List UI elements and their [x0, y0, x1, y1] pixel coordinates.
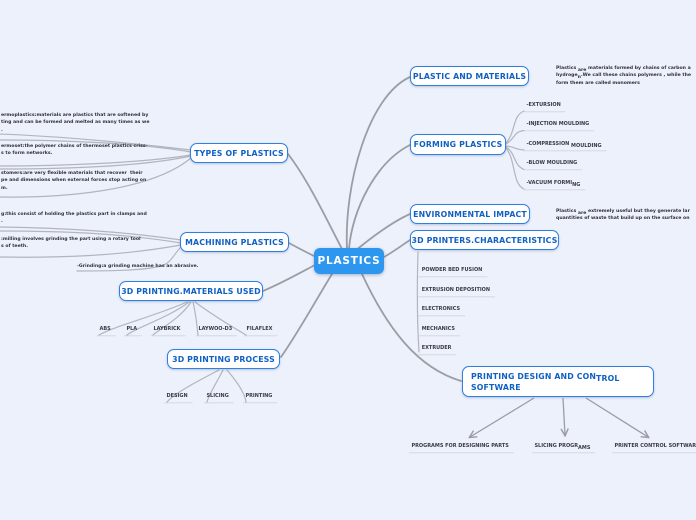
leaf-electronics[interactable]: ELECTRONICS [418, 305, 465, 317]
arrow-software-2 [563, 397, 565, 435]
leaf-laybrick[interactable]: LAYBRICK [151, 325, 186, 337]
leaf-vacuum-forming[interactable]: -VACUUM FORMING [524, 179, 586, 190]
note-line: g:this consist of holding the plastics p… [1, 211, 147, 217]
note-line: hydrogen.We call these chains polymers ,… [556, 72, 692, 79]
node-environmental-impact[interactable]: ENVIRONMENTAL IMPACT [410, 204, 530, 224]
note-line: pe and dimensions when external forces s… [1, 177, 147, 183]
branch-process-2 [206, 369, 224, 403]
leaf-mechanics[interactable]: MECHANICS [418, 325, 460, 336]
node-plastics-center[interactable]: PLASTICS [314, 248, 384, 274]
leaf-extruder[interactable]: EXTRUDER [418, 344, 457, 356]
note-line: ting and can be formed and melted as man… [1, 119, 150, 125]
branch-process-3 [226, 369, 247, 403]
note-line: s of teeth. [1, 243, 28, 249]
enclosure-thermoplastics [0, 133, 192, 151]
leaf-extursion[interactable]: -EXTURSION [524, 101, 566, 112]
enclosure-thermoset-bottom [0, 154, 192, 167]
node-plastic-and-materials[interactable]: PLASTIC AND MATERIALS [410, 66, 529, 86]
leaf-printer-control-software[interactable]: PRINTER CONTROL SOFTWARE [612, 442, 696, 454]
branch-materials-1 [98, 301, 188, 336]
leaf-filaflex[interactable]: FILAFLEX [244, 325, 278, 337]
branch-forming-4 [505, 146, 525, 171]
edge-process [280, 273, 333, 358]
arrow-software-3 [585, 397, 648, 437]
software-label-line2: SOFTWARE [471, 382, 521, 392]
branch-materials-5 [194, 301, 247, 336]
node-3d-printers-characteristics[interactable]: 3D PRINTERS.CHARACTERISTICS [410, 230, 559, 250]
note-line: s to form networks. [1, 150, 53, 156]
edge-machining [288, 242, 315, 257]
leaf-printing[interactable]: PRINTING [243, 392, 278, 404]
branch-materials-3 [152, 301, 192, 336]
note-line: m. [1, 184, 8, 190]
leaf-blow-moulding[interactable]: -BLOW MOULDING [524, 159, 583, 171]
edge-plastic-and-materials [345, 76, 411, 250]
leaf-extrusion-deposition[interactable]: EXTRUSION DEPOSITION [418, 286, 496, 297]
note-line: form them are called monomers [556, 79, 640, 85]
note-line: ermoplastics:materials are plastics that… [1, 112, 149, 118]
note-line: ermoset:the polymer chains of thermoset … [1, 143, 148, 149]
edge-printing-software [361, 273, 462, 382]
note-line: Plastics are materials formed by chains … [556, 65, 691, 72]
leaf-abs[interactable]: ABS [97, 325, 116, 337]
leaf-programs-for-designing-parts[interactable]: PROGRAMS FOR DESIGNING PARTS [409, 442, 514, 454]
edge-materials-used [262, 264, 316, 292]
branch-forming-1 [505, 110, 525, 144]
branch-grinding [76, 246, 182, 272]
branch-forming-3 [505, 145, 525, 151]
branch-materials-4 [192, 301, 199, 336]
arrow-software-1 [470, 397, 535, 437]
node-3d-printing-process[interactable]: 3D PRINTING PROCESS [167, 349, 280, 369]
edge-types [287, 153, 343, 250]
note-line: . [1, 218, 3, 224]
leaf-injection-moulding[interactable]: -INJECTION MOULDING [524, 120, 595, 132]
node-machining-plastics[interactable]: MACHINING PLASTICS [180, 232, 289, 252]
leaf-slicing-programs[interactable]: SLICING PROGRAMS [532, 442, 596, 454]
enclosure-elastomers-bottom [0, 157, 192, 198]
edge-environmental [354, 213, 411, 252]
leaf-slicing[interactable]: SLICING [204, 392, 234, 404]
note-line: stomers:are very flexible materials that… [1, 170, 143, 176]
leaf-powder-bed-fusion[interactable]: POWDER BED FUSION [418, 266, 488, 278]
enclosure-milling-bottom [0, 244, 182, 258]
software-label-line1: PRINTING DESIGN AND CONTROL [471, 371, 620, 384]
note-line: :milling involves grinding the part usin… [1, 236, 141, 242]
enclosure-thermoset-top [0, 139, 192, 153]
branch-forming-2 [505, 129, 525, 145]
enclosure-milling-top [0, 230, 182, 244]
enclosure-elastomers-top [0, 155, 192, 170]
node-forming-plastics[interactable]: FORMING PLASTICS [410, 134, 506, 155]
note-line: . [1, 126, 3, 132]
leaf-pla[interactable]: PLA [124, 325, 143, 337]
note-line: -Grinding:a grinding machine has an abra… [77, 263, 199, 269]
branch-process-1 [166, 369, 220, 403]
note-line: Plastics are extremely useful but they g… [556, 208, 690, 215]
leaf-laywoo-d3[interactable]: LAYWOO-D3 [196, 325, 238, 337]
enclosure-turning [0, 226, 182, 241]
branch-forming-5 [505, 147, 525, 190]
edge-printers [383, 239, 411, 258]
leaf-design[interactable]: DESIGN [164, 392, 193, 404]
node-printing-design-software[interactable]: PRINTING DESIGN AND CONTROL SOFTWARE [462, 366, 654, 397]
node-types-of-plastics[interactable]: TYPES OF PLASTICS [190, 143, 288, 163]
branch-materials-2 [126, 301, 190, 336]
node-3d-printing-materials-used[interactable]: 3D PRINTING.MATERIALS USED [119, 281, 263, 301]
branch-printers-rail [416, 251, 420, 353]
leaf-compression-moulding[interactable]: -COMPRESSION MOULDING [524, 140, 607, 151]
note-line: quantities of waste that build up on the… [556, 215, 690, 221]
edge-forming [348, 144, 411, 250]
